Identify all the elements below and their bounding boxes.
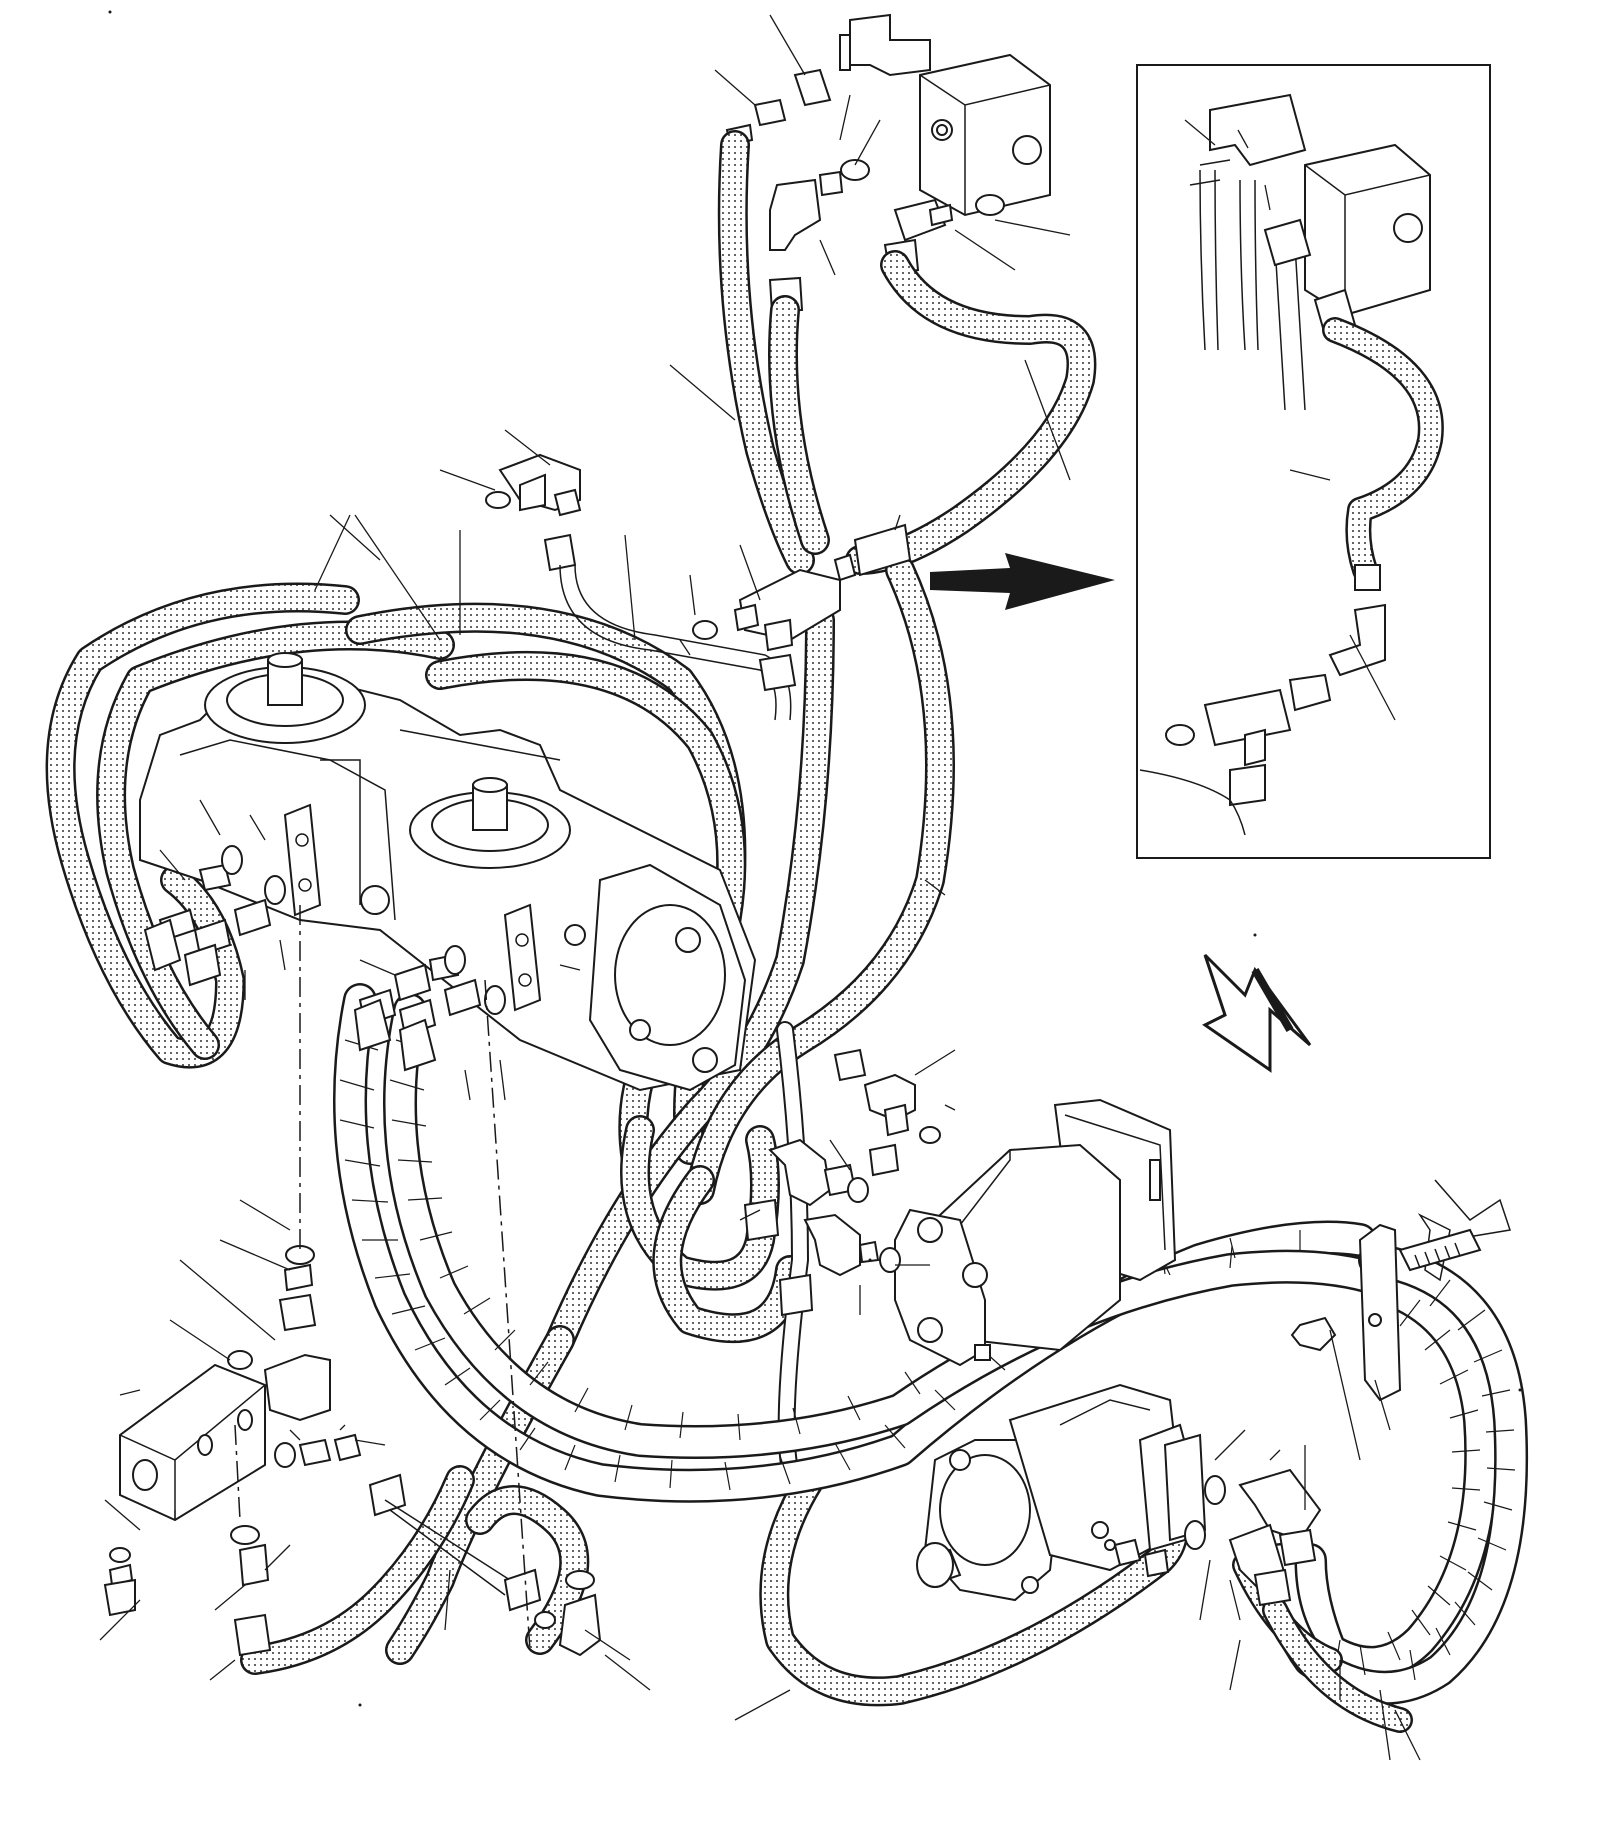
leader-lines [99,14,1421,1761]
solid-arrow-right-icon [930,553,1115,610]
bottom-pump-fittings [1184,1468,1322,1607]
lower-tee [833,1048,941,1177]
main-pump-fittings [143,845,506,1072]
center-lines [234,905,531,1651]
center-tee-and-pipe [485,453,912,721]
bottom-right-pump [916,1383,1207,1602]
right-gear-pump [894,1098,1177,1367]
main-pump-assembly [139,652,757,1092]
hollow-arrow-down-right-icon [1202,953,1312,1073]
stray-marks [108,10,1522,1707]
detail-inset [1136,64,1491,859]
right-pump-fittings [743,1138,901,1317]
inset-valve-block [1304,143,1431,317]
hose-bracket [1290,1179,1511,1402]
distribution-block [103,1245,602,1657]
top-valve-block [839,13,1051,217]
